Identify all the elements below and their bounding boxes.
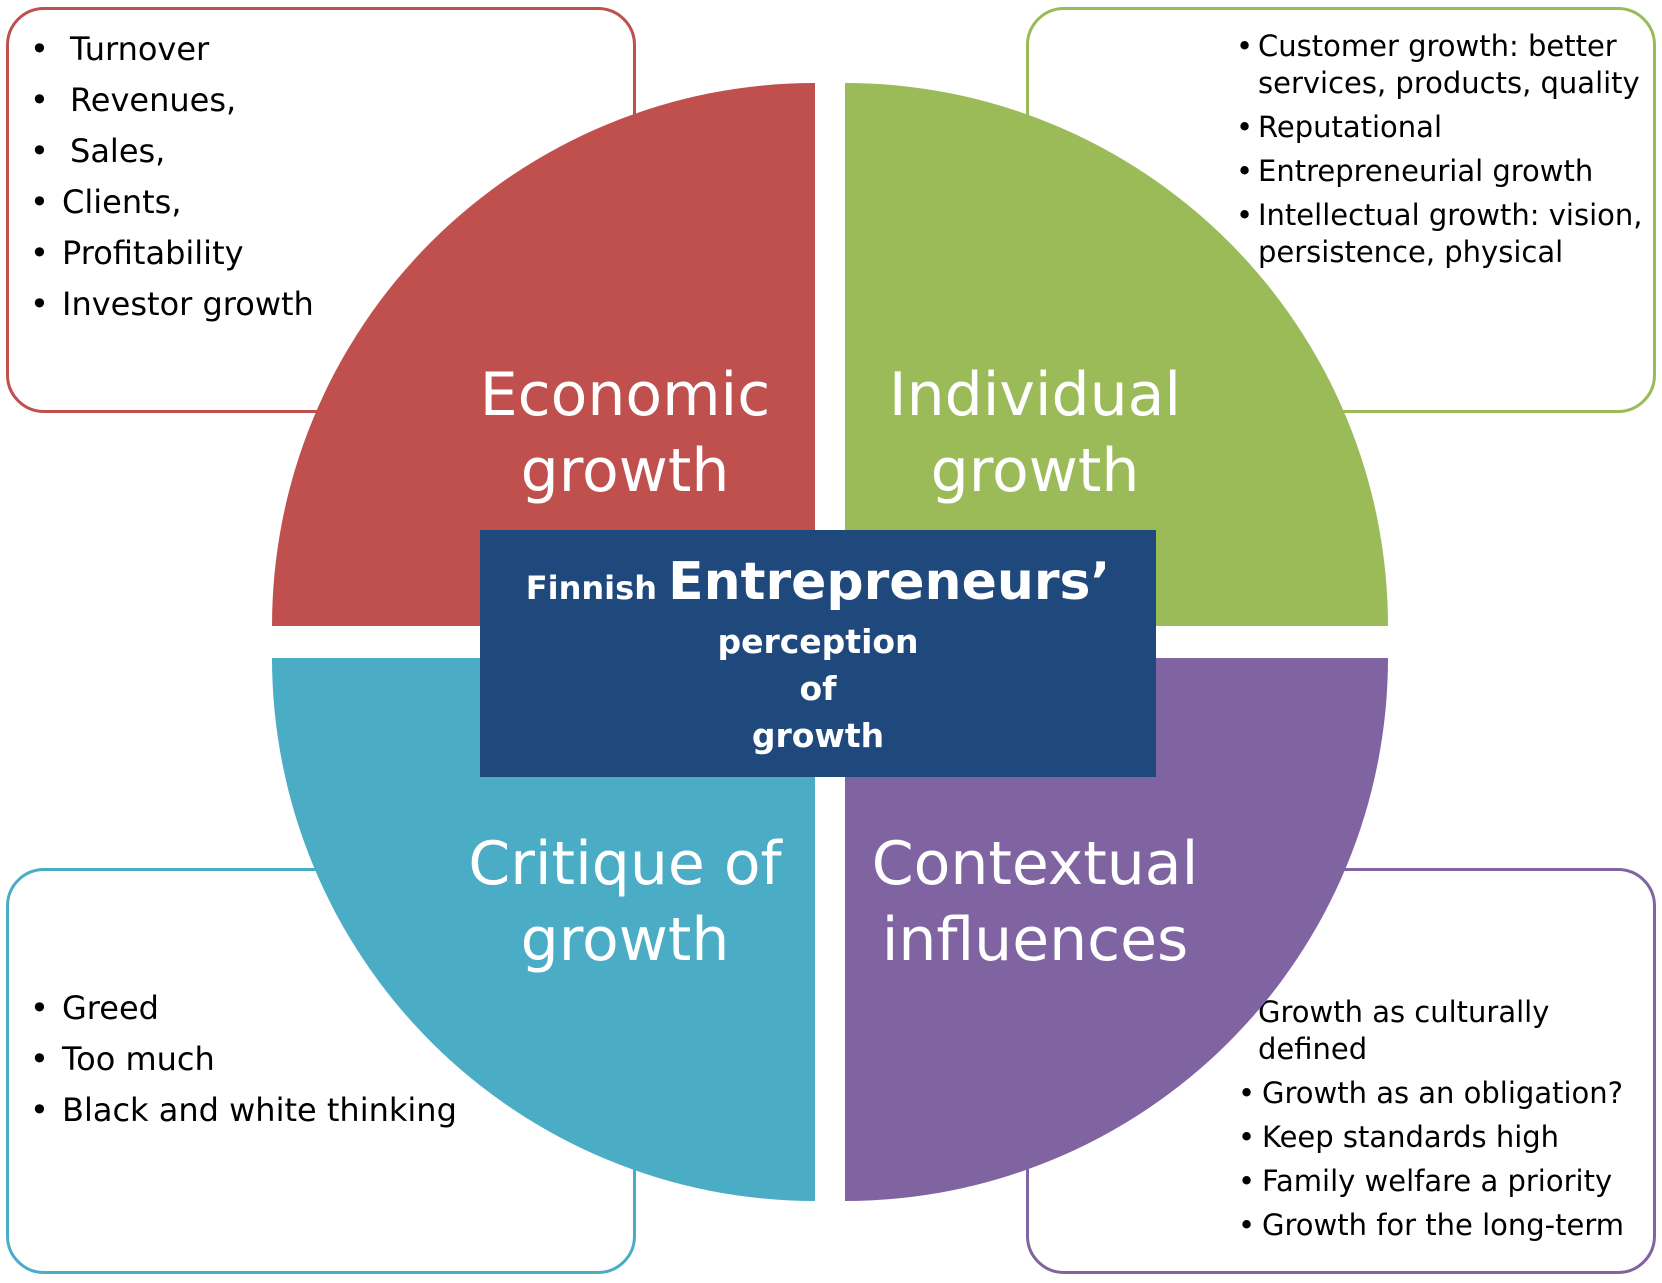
center-word-finnish: Finnish [525, 569, 657, 607]
contextual-list: Growth as culturally defined Growth as a… [1236, 994, 1646, 1251]
economic-growth-title: Economic growth [479, 360, 771, 506]
critique-quadrant [272, 658, 815, 1201]
list-item: Growth as an obligation? [1236, 1075, 1646, 1112]
list-item: Keep standards high [1236, 1119, 1646, 1156]
individual-list: Customer growth: better services, produc… [1236, 28, 1646, 278]
list-item: Investor growth [24, 279, 314, 330]
list-item: Intellectual growth: vision, persistence… [1236, 197, 1646, 271]
individual-quadrant [845, 83, 1388, 626]
list-item: Turnover [24, 24, 314, 75]
list-item: Growth for the long-term [1236, 1207, 1646, 1244]
list-item: Entrepreneurial growth [1236, 153, 1646, 190]
critique-of-growth-title: Critique of growth [468, 829, 782, 975]
contextual-quadrant [845, 658, 1388, 1201]
central-concept-box: Finnish Entrepreneurs’ perception of gro… [480, 530, 1156, 777]
individual-growth-title: Individual growth [888, 360, 1182, 506]
economic-quadrant [272, 83, 815, 626]
list-item: Black and white thinking [24, 1088, 457, 1132]
list-item: Reputational [1236, 109, 1646, 146]
list-item: Clients, [24, 177, 314, 228]
list-item: Too much [24, 1037, 457, 1081]
center-word-perception: perception [717, 622, 919, 661]
list-item: Customer growth: better services, produc… [1236, 28, 1646, 102]
center-word-entrepreneurs: Entrepreneurs’ [668, 552, 1111, 612]
list-item: Sales, [24, 126, 314, 177]
critique-list: Greed Too much Black and white thinking [24, 986, 457, 1139]
list-item: Profitability [24, 228, 314, 279]
list-item: Growth as culturally defined [1258, 995, 1550, 1066]
economic-list: Turnover Revenues, Sales, Clients, Profi… [24, 24, 314, 330]
list-item: Family welfare a priority [1236, 1163, 1646, 1200]
list-item: Revenues, [24, 75, 314, 126]
contextual-influences-title: Contextual influences [871, 829, 1199, 975]
list-item: Greed [24, 986, 457, 1030]
center-word-growth: growth [751, 716, 885, 755]
center-word-of: of [799, 669, 837, 708]
